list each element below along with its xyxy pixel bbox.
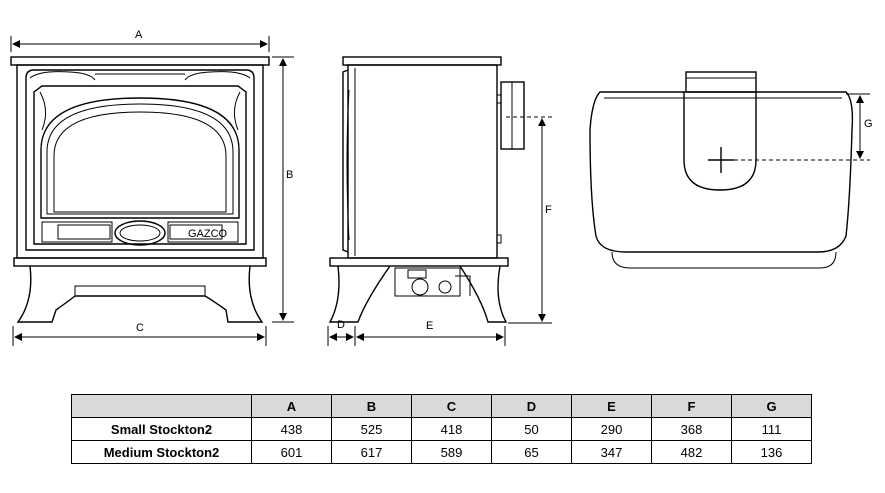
table-cell: 617 bbox=[331, 440, 412, 464]
table-row: Medium Stockton2 601 617 589 65 347 482 … bbox=[71, 440, 812, 464]
top-view bbox=[589, 71, 870, 269]
table-cell: 50 bbox=[491, 417, 572, 441]
table-header-cell: E bbox=[571, 394, 652, 418]
dimension-label-d: D bbox=[337, 319, 345, 331]
table-header-cell: D bbox=[491, 394, 572, 418]
table-header-cell: G bbox=[731, 394, 812, 418]
table-header-cell bbox=[71, 394, 252, 418]
dimension-label-b: B bbox=[286, 169, 293, 181]
table-cell: 601 bbox=[251, 440, 332, 464]
dimension-label-e: E bbox=[426, 320, 433, 332]
table-cell: 438 bbox=[251, 417, 332, 441]
dimension-label-a: A bbox=[135, 29, 143, 41]
table-cell: 589 bbox=[411, 440, 492, 464]
table-cell: 368 bbox=[651, 417, 732, 441]
table-header-cell: C bbox=[411, 394, 492, 418]
dimension-d: D bbox=[327, 319, 356, 346]
table-cell: 290 bbox=[571, 417, 652, 441]
dimension-a: A bbox=[10, 29, 270, 52]
row-name: Medium Stockton2 bbox=[71, 440, 252, 464]
table-cell: 136 bbox=[731, 440, 812, 464]
brand-badge: GAZCO bbox=[188, 228, 228, 240]
table-cell: 347 bbox=[571, 440, 652, 464]
table-row: Small Stockton2 438 525 418 50 290 368 1… bbox=[71, 417, 812, 441]
dimension-label-g: G bbox=[864, 118, 873, 130]
row-name: Small Stockton2 bbox=[71, 417, 252, 441]
dimension-f: F bbox=[506, 116, 552, 324]
dimension-b: B bbox=[272, 56, 294, 323]
dimensions-table: A B C D E F G Small Stockton2 438 525 41… bbox=[71, 394, 812, 464]
table-header-cell: B bbox=[331, 394, 412, 418]
table-cell: 482 bbox=[651, 440, 732, 464]
front-view: GAZCO bbox=[10, 56, 270, 323]
table-header-cell: A bbox=[251, 394, 332, 418]
table-cell: 111 bbox=[731, 417, 812, 441]
dimension-c: C bbox=[12, 322, 267, 346]
table-header-row: A B C D E F G bbox=[71, 394, 812, 418]
dimension-label-f: F bbox=[545, 204, 552, 216]
table-header-cell: F bbox=[651, 394, 732, 418]
side-view bbox=[328, 56, 525, 323]
table-cell: 65 bbox=[491, 440, 572, 464]
table-cell: 525 bbox=[331, 417, 412, 441]
table-cell: 418 bbox=[411, 417, 492, 441]
stove-dimension-drawing: GAZCO A B C bbox=[10, 29, 873, 346]
dimension-label-c: C bbox=[136, 322, 144, 334]
dimension-e: E bbox=[356, 320, 506, 346]
dimension-g: G bbox=[856, 95, 873, 159]
